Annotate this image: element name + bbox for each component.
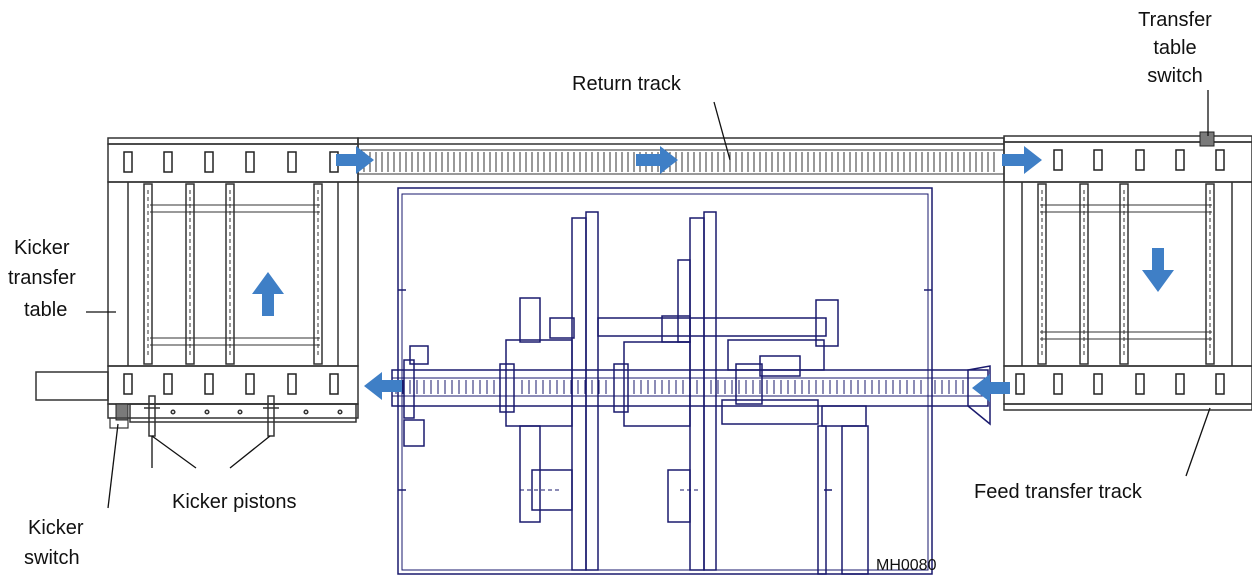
transfer-table-switch-label-1: Transfer	[1138, 9, 1212, 31]
figure-id-label: MH0080	[876, 557, 937, 574]
transfer-table-switch	[1199, 131, 1215, 147]
kicker-pistons-label: Kicker pistons	[172, 491, 297, 513]
arrow-right-icon	[336, 146, 374, 174]
kicker-piston-bar	[129, 395, 357, 437]
return-track-rollers	[363, 152, 995, 172]
arrow-right-icon	[636, 146, 678, 174]
kicker-transfer-table-label-2: transfer	[8, 267, 76, 289]
kicker-switch	[115, 403, 129, 421]
feed-transfer-table	[1003, 135, 1252, 411]
kicker-switch-label-2: switch	[24, 547, 80, 569]
flow-arrows	[252, 146, 1174, 402]
kicker-table-slots	[123, 151, 339, 395]
center-machine	[397, 187, 933, 575]
feed-table-slots	[1015, 149, 1225, 395]
transfer-table-switch-label-3: switch	[1147, 65, 1203, 87]
arrow-up-icon	[252, 272, 284, 316]
transfer-table-switch-label-2: table	[1153, 37, 1197, 59]
arrow-left-icon	[364, 372, 402, 400]
kicker-transfer-table-label-3: table	[24, 299, 68, 321]
feed-transfer-track-label: Feed transfer track	[974, 481, 1142, 503]
return-track-label: Return track	[572, 73, 681, 95]
center-track-rollers	[395, 380, 964, 394]
kicker-table-rails	[143, 183, 323, 365]
leader-lines	[86, 90, 1211, 509]
return-track	[357, 137, 1005, 183]
arrow-down-icon	[1142, 248, 1174, 292]
arrow-right-icon	[1002, 146, 1042, 174]
kicker-transfer-table-label-1: Kicker	[14, 237, 70, 259]
kicker-transfer-table	[35, 137, 359, 419]
arrow-left-icon	[972, 374, 1010, 402]
kicker-switch-label-1: Kicker	[28, 517, 84, 539]
